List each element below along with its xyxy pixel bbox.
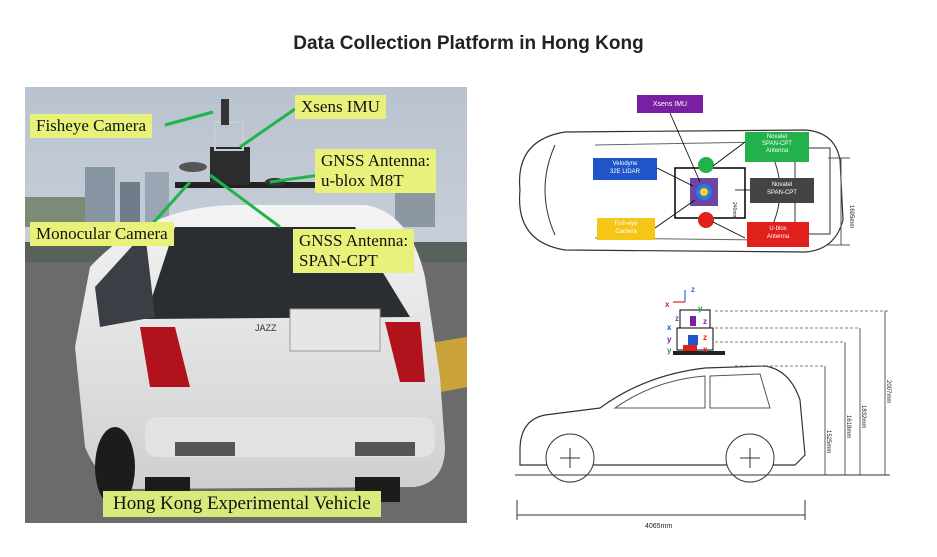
callout-gnss-span: GNSS Antenna: SPAN-CPT	[293, 229, 415, 273]
label-novatel-span-cpt: Novatel SPAN-CPT	[750, 178, 814, 203]
axis-label-x-1: x	[665, 300, 670, 309]
dim-1525: 1525mm	[825, 430, 831, 453]
dim-small: 240mm	[731, 202, 737, 219]
vehicle-photo: JAZZ Fisheye Camera Xsens IMU GNSS Anten…	[25, 87, 467, 523]
callout-xsens-imu: Xsens IMU	[295, 95, 386, 119]
side-view-diagram: z x y z z x y z y x	[505, 280, 925, 545]
badge-text: JAZZ	[255, 323, 277, 333]
dim-width: 1695mm	[848, 205, 854, 228]
axis-label-z-1: z	[691, 285, 695, 294]
label-velodyne-lidar: Velodyne 32E LIDAR	[593, 158, 657, 180]
axis-label-y-2: y	[667, 335, 672, 344]
axis-label-z-3: z	[675, 314, 679, 323]
dim-2007: 2007mm	[885, 380, 891, 403]
page-title: Data Collection Platform in Hong Kong	[293, 33, 644, 54]
label-xsens-imu: Xsens IMU	[637, 95, 703, 113]
axis-label-y-3: y	[667, 346, 672, 355]
top-view-diagram: 1695mm 240mm Xsens IMU Novatel SPAN-CPT …	[505, 90, 925, 270]
axis-label-x-3: x	[703, 345, 708, 354]
label-novatel-span-antenna: Novatel SPAN-CPT Antenna	[745, 132, 809, 162]
callout-fisheye-camera: Fisheye Camera	[30, 114, 152, 138]
label-fisheye-camera: Fish-eye Camera	[597, 218, 655, 240]
dim-1618: 1618mm	[845, 415, 851, 438]
dim-1832: 1832mm	[860, 405, 866, 428]
axis-label-x-2: x	[667, 323, 672, 332]
axis-label-z-2: z	[703, 317, 707, 326]
axis-label-y-1: y	[698, 304, 703, 313]
label-ublox-antenna: U-blox Antenna	[747, 222, 809, 247]
callout-gnss-ublox: GNSS Antenna: u-blox M8T	[315, 149, 437, 193]
photo-caption: Hong Kong Experimental Vehicle	[103, 491, 381, 517]
dim-length: 4065mm	[645, 523, 672, 530]
callout-monocular-camera: Monocular Camera	[30, 222, 174, 246]
axis-label-z-4: z	[703, 333, 707, 342]
